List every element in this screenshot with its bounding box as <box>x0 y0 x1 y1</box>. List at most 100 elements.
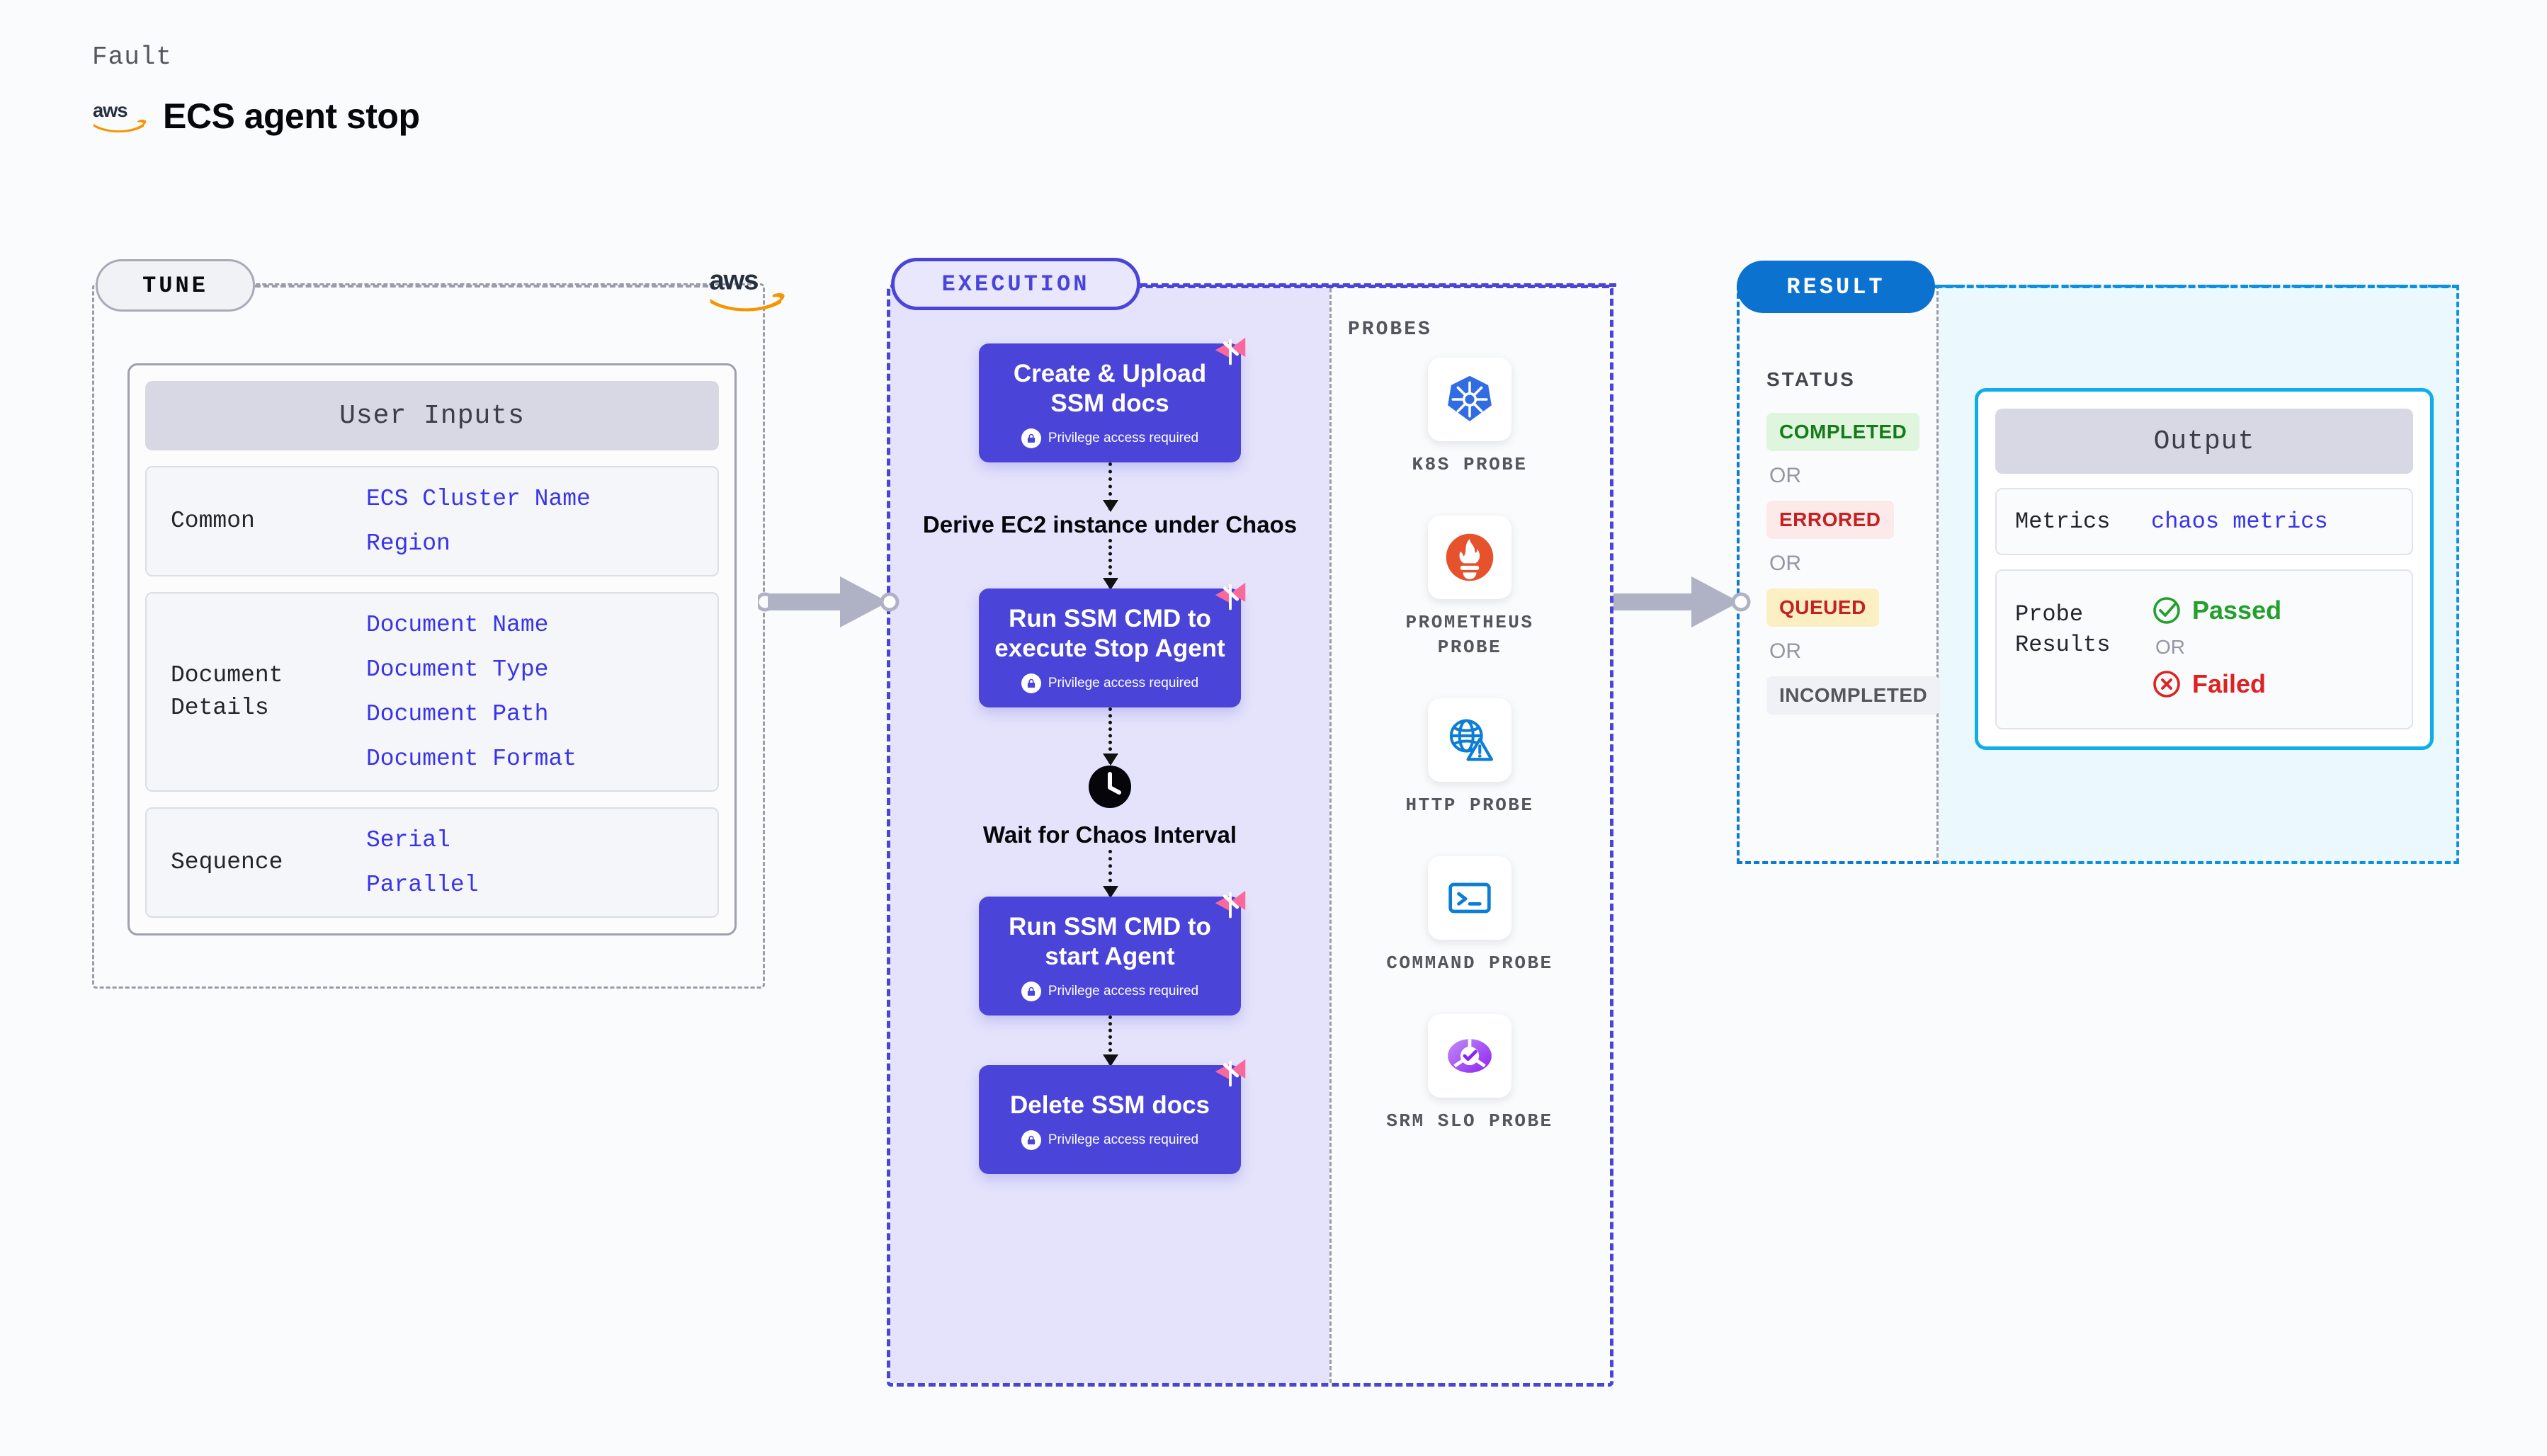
clock-icon <box>1089 766 1131 809</box>
result-status-column <box>1737 285 1939 864</box>
input-group-sequence: Sequence Serial Parallel <box>145 807 719 918</box>
svg-text:aws: aws <box>93 99 127 121</box>
privilege-text: Privilege access required <box>1048 431 1199 445</box>
or-separator: OR <box>1769 639 1801 663</box>
privilege-note: Privilege access required <box>993 428 1227 448</box>
harness-ribbon-icon <box>1215 583 1246 610</box>
input-value[interactable]: Document Format <box>366 746 577 772</box>
input-value[interactable]: Document Name <box>366 612 549 638</box>
flow-connector <box>1102 1015 1118 1067</box>
lock-icon <box>1021 428 1041 448</box>
harness-ribbon-icon <box>1215 337 1246 365</box>
input-value[interactable]: Region <box>366 530 450 557</box>
flow-connector <box>1102 539 1118 591</box>
input-value[interactable]: Document Type <box>366 656 549 683</box>
probe-item-srm-slo[interactable]: SRM SLO PROBE <box>1386 1014 1553 1134</box>
user-inputs-card: User Inputs Common ECS Cluster Name Regi… <box>127 363 737 935</box>
aws-logo-icon: aws <box>93 99 147 133</box>
input-group-label: Sequence <box>171 848 283 875</box>
lock-icon <box>1021 1130 1041 1150</box>
result-badge[interactable]: RESULT <box>1737 261 1935 313</box>
step-title: Run SSM CMD to start Agent <box>1009 912 1211 970</box>
input-value[interactable]: Serial <box>366 827 450 853</box>
input-group-label: Common <box>171 507 255 534</box>
probe-result-label: Failed <box>2192 669 2267 699</box>
flow-connector <box>1102 462 1118 512</box>
input-value[interactable]: Document Path <box>366 701 549 727</box>
result-connector-line <box>1935 285 2459 288</box>
probe-label: K8S PROBE <box>1412 454 1528 475</box>
status-badge-errored: ERRORED <box>1766 501 1894 539</box>
clock-icon-wrap <box>1087 764 1133 809</box>
privilege-text: Privilege access required <box>1048 676 1199 691</box>
step-delete-ssm-docs[interactable]: Delete SSM docs Privilege access require… <box>979 1059 1246 1174</box>
probe-label: PROMETHEUS PROBE <box>1405 612 1534 659</box>
probes-list: K8S PROBE PROMETHEUS PROBE <box>1329 358 1610 1134</box>
metrics-value[interactable]: chaos metrics <box>2151 508 2328 535</box>
tune-connector-line <box>255 285 708 288</box>
step-title: Delete SSM docs <box>1009 1091 1210 1119</box>
step-title: Run SSM CMD to execute Stop Agent <box>994 605 1225 663</box>
output-row-label: Metrics <box>2015 508 2111 535</box>
probe-label: SRM SLO PROBE <box>1386 1110 1553 1132</box>
or-separator: OR <box>1769 552 1801 575</box>
execution-badge[interactable]: EXECUTION <box>891 258 1140 310</box>
probes-label: PROBES <box>1348 319 1432 341</box>
probe-item-command[interactable]: COMMAND PROBE <box>1386 856 1553 976</box>
srm-slo-icon <box>1448 1039 1492 1074</box>
step-title: Create & Upload SSM docs <box>1013 360 1207 417</box>
probe-tile <box>1428 1014 1511 1098</box>
aws-logo-icon: aws <box>709 265 785 312</box>
input-group-document-details: Document Details Document Name Document … <box>145 592 719 792</box>
flow-connector <box>1102 707 1118 766</box>
probe-item-http[interactable]: HTTP PROBE <box>1405 698 1533 818</box>
step-create-upload-ssm-docs[interactable]: Create & Upload SSM docs Privilege acces… <box>979 337 1246 462</box>
input-value[interactable]: ECS Cluster Name <box>366 486 591 512</box>
status-label: STATUS <box>1766 368 1856 390</box>
harness-ribbon-icon <box>1215 1059 1246 1086</box>
kubernetes-icon <box>1448 375 1492 421</box>
privilege-text: Privilege access required <box>1048 983 1199 999</box>
input-group-common: Common ECS Cluster Name Region <box>145 466 719 576</box>
x-circle-icon <box>2153 671 2180 698</box>
probes-column <box>1329 288 1610 1383</box>
output-card: Output Metrics chaos metrics Probe Resul… <box>1975 388 2434 751</box>
privilege-text: Privilege access required <box>1048 1132 1199 1147</box>
probe-tile <box>1428 358 1511 441</box>
fault-title-row: aws ECS agent stop <box>92 96 420 137</box>
status-badge-queued: QUEUED <box>1766 588 1879 627</box>
probe-item-k8s[interactable]: K8S PROBE <box>1412 358 1528 477</box>
arrow-execution-to-result <box>1613 576 1751 627</box>
output-title: Output <box>1995 409 2413 474</box>
step-derive-ec2-instance: Derive EC2 instance under Chaos <box>922 511 1298 538</box>
step-wait-for-chaos-interval: Wait for Chaos Interval <box>982 821 1237 848</box>
fault-kicker: Fault <box>92 42 173 72</box>
status-badge-completed: COMPLETED <box>1766 413 1920 451</box>
svg-text:aws: aws <box>709 265 758 295</box>
flow-connector <box>1102 849 1118 898</box>
step-run-ssm-cmd-start-agent[interactable]: Run SSM CMD to start Agent Privilege acc… <box>979 890 1246 1016</box>
probe-result-label: Passed <box>2192 596 2282 625</box>
execution-flow: Create & Upload SSM docs Privilege acces… <box>890 288 1329 1174</box>
probe-tile <box>1428 516 1511 600</box>
status-list: COMPLETED OR ERRORED OR QUEUED OR INCOMP… <box>1766 413 1941 715</box>
globe-warning-icon <box>1449 719 1494 761</box>
or-separator: OR <box>2155 636 2185 659</box>
probe-result-passed: Passed <box>2151 595 2281 626</box>
page-title: ECS agent stop <box>163 96 420 136</box>
prometheus-icon <box>1446 533 1494 581</box>
probe-item-prometheus[interactable]: PROMETHEUS PROBE <box>1385 516 1555 660</box>
check-circle-icon <box>2153 597 2180 624</box>
probe-label: HTTP PROBE <box>1405 795 1534 817</box>
step-run-ssm-cmd-stop-agent[interactable]: Run SSM CMD to execute Stop Agent Privil… <box>979 583 1246 708</box>
probe-tile <box>1428 698 1511 783</box>
tune-badge[interactable]: TUNE <box>96 259 255 312</box>
lock-icon <box>1021 981 1041 1001</box>
lock-icon <box>1021 673 1041 694</box>
harness-ribbon-icon <box>1215 890 1246 918</box>
execution-connector-line <box>1140 283 1616 287</box>
output-row-label: Probe Results <box>2015 601 2111 659</box>
probe-tile <box>1428 856 1511 940</box>
probe-label: COMMAND PROBE <box>1386 952 1553 974</box>
input-value[interactable]: Parallel <box>366 872 479 898</box>
